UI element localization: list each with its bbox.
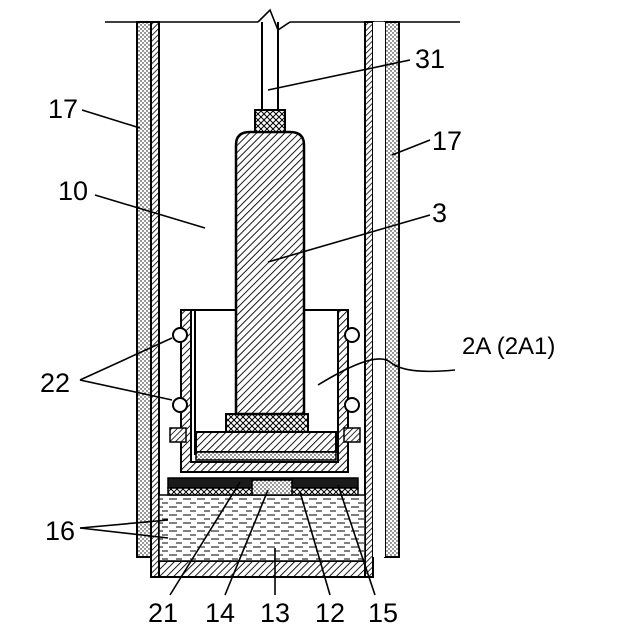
label-31: 31 xyxy=(415,44,445,74)
label-12: 12 xyxy=(315,598,345,628)
label-13: 13 xyxy=(260,598,290,628)
label-16: 16 xyxy=(45,516,75,546)
label-14: 14 xyxy=(205,598,235,628)
label-15: 15 xyxy=(368,598,398,628)
label-21: 21 xyxy=(148,598,178,628)
rod xyxy=(226,110,308,432)
label-10: 10 xyxy=(58,176,88,206)
outer-wall-left xyxy=(137,22,159,577)
electrode-layer xyxy=(168,478,358,495)
outer-wall-right xyxy=(365,22,399,577)
label-3: 3 xyxy=(432,198,447,228)
label-17-left: 17 xyxy=(48,94,78,124)
wire xyxy=(262,22,278,110)
label-22: 22 xyxy=(40,368,70,398)
label-17-right: 17 xyxy=(432,126,462,156)
base-plate xyxy=(196,432,336,460)
label-2a: 2A (2A1) xyxy=(462,333,555,360)
